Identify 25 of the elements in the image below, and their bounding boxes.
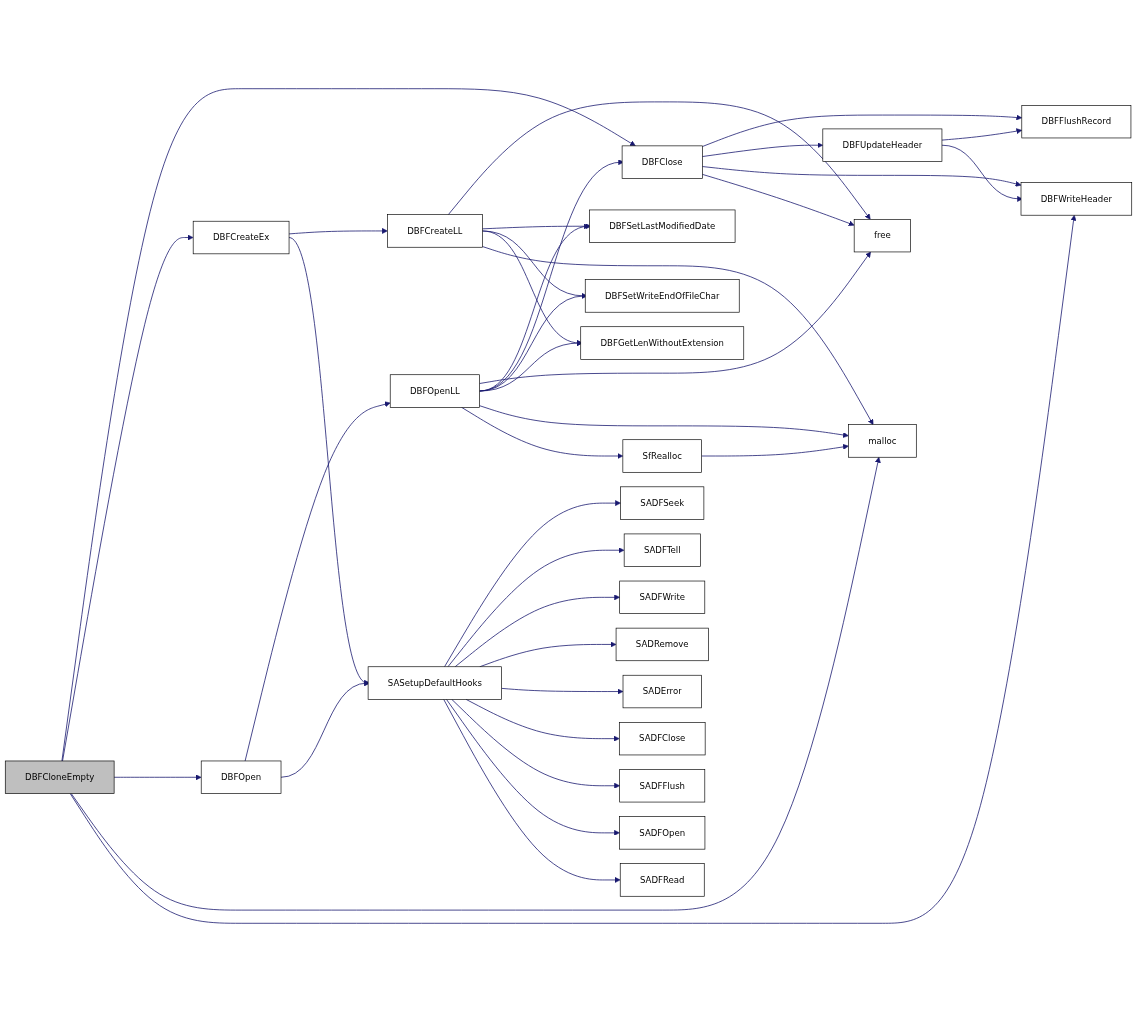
node-box: DBFCloneEmpty xyxy=(4,760,115,794)
node-box: DBFUpdateHeader xyxy=(822,128,943,162)
node-box: DBFCreateLL xyxy=(387,214,483,248)
node-box: SADError xyxy=(622,674,702,709)
node-box: DBFWriteHeader xyxy=(1020,182,1133,216)
node-box: malloc xyxy=(848,424,917,458)
node-box: SADFFlush xyxy=(619,769,706,803)
node-box: DBFClose xyxy=(621,145,703,179)
node-box: DBFCreateEx xyxy=(192,220,290,255)
node-box: SfRealloc xyxy=(622,439,702,473)
node-box: DBFSetLastModifiedDate xyxy=(589,209,736,243)
node-box: SADFRead xyxy=(619,863,705,897)
node-box: DBFOpenLL xyxy=(389,374,480,408)
node-box: SADFSeek xyxy=(620,486,705,520)
node-box: SASetupDefaultHooks xyxy=(367,666,502,700)
node-box: DBFSetWriteEndOfFileChar xyxy=(584,279,740,313)
node-box: SADFOpen xyxy=(619,816,706,850)
node-box: DBFFlushRecord xyxy=(1021,105,1132,139)
node-box: SADFWrite xyxy=(619,580,706,614)
node-box: DBFOpen xyxy=(200,760,282,794)
node-box: SADFTell xyxy=(623,533,701,567)
node-box: SADFClose xyxy=(619,722,706,756)
node-box: free xyxy=(853,219,911,253)
node-box: SADRemove xyxy=(615,627,709,662)
node-box: DBFGetLenWithoutExtension xyxy=(580,326,745,360)
